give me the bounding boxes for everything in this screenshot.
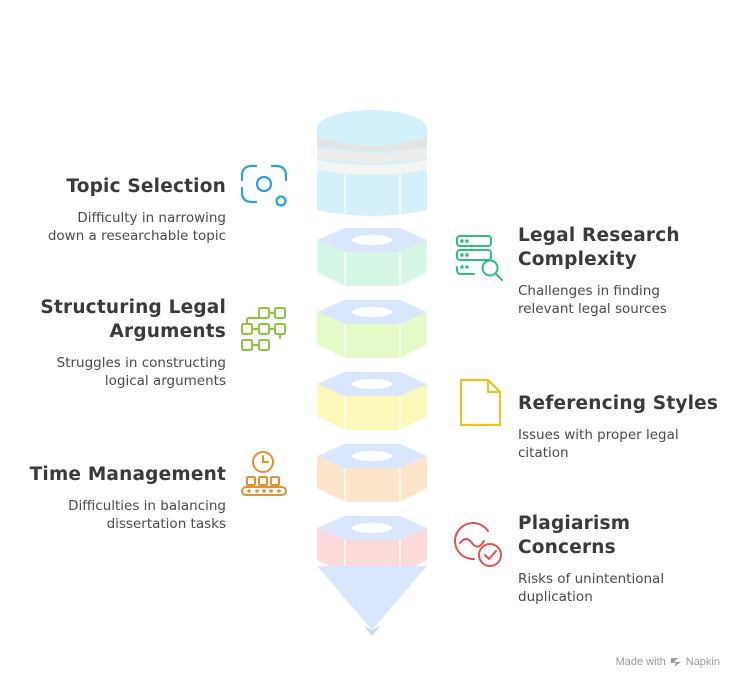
time-management-title: Time Management <box>29 464 226 485</box>
napkin-logo-icon <box>670 658 681 667</box>
legal-research-title: Legal Research Complexity <box>518 225 680 270</box>
topic-selection-title: Topic Selection <box>66 176 226 197</box>
flowchart-icon <box>241 307 286 351</box>
funnel-layer-5 <box>317 516 427 574</box>
structuring-desc: Struggles in constructing logical argume… <box>56 355 226 389</box>
topic-selection-desc: Difficulty in narrowing down a researcha… <box>47 210 226 244</box>
funnel-top-cylinder <box>317 110 427 216</box>
legal-research-desc: Challenges in finding relevant legal sou… <box>518 283 667 317</box>
funnel-layer-4 <box>317 444 427 502</box>
funnel-layer-3 <box>317 372 427 430</box>
structuring-title: Structuring Legal Arguments <box>40 297 226 342</box>
time-management-desc: Difficulties in balancing dissertation t… <box>68 498 226 532</box>
legal-research-item: Legal Research Complexity Challenges in … <box>518 224 680 318</box>
funnel-tip <box>317 566 427 636</box>
plagiarism-title: Plagiarism Concerns <box>518 513 631 558</box>
duplicate-check-icon <box>454 522 502 567</box>
referencing-item: Referencing Styles Issues with proper le… <box>518 392 718 462</box>
focus-target-icon <box>240 164 288 207</box>
referencing-desc: Issues with proper legal citation <box>518 427 679 461</box>
plagiarism-item: Plagiarism Concerns Risks of unintention… <box>518 512 664 606</box>
referencing-title: Referencing Styles <box>518 393 719 414</box>
footer-text: Made with <box>615 656 666 668</box>
funnel-layers <box>317 228 427 574</box>
server-search-icon <box>456 235 503 281</box>
funnel-layer-1 <box>317 228 427 286</box>
time-management-item: Time Management Difficulties in balancin… <box>30 463 226 533</box>
plagiarism-desc: Risks of unintentional duplication <box>518 571 665 605</box>
document-icon <box>459 378 502 427</box>
topic-selection-item: Topic Selection Difficulty in narrowing … <box>48 175 226 245</box>
funnel-layer-2 <box>317 300 427 358</box>
footer-brand: Napkin <box>685 656 720 668</box>
clock-conveyor-icon <box>241 451 287 496</box>
footer-credit: Made with Napkin <box>616 656 720 668</box>
structuring-item: Structuring Legal Arguments Struggles in… <box>40 296 226 390</box>
